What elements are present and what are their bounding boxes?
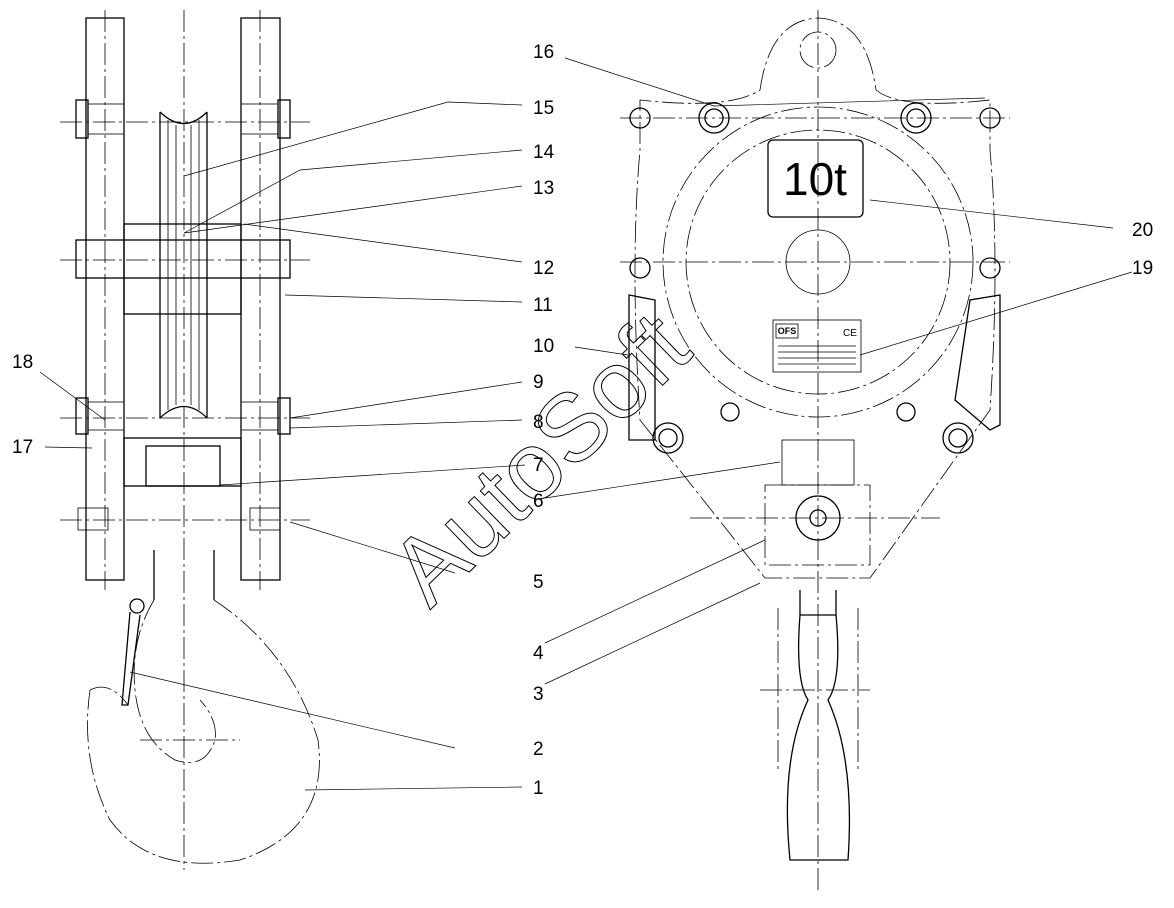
callout-labels: 1 2 3 4 5 6 7 8 9 10 11 12 13 14 15 16 1… (12, 42, 1153, 799)
top-eye (799, 31, 837, 69)
callout-9: 9 (533, 372, 544, 393)
callout-10: 10 (533, 336, 554, 357)
axle-housing (123, 223, 242, 315)
capacity-label: 10t (783, 153, 847, 205)
ce-mark: CE (843, 328, 857, 339)
side-plate-right (954, 294, 1001, 431)
capacity-plate (767, 139, 864, 218)
side-plate-left (628, 294, 656, 441)
callout-7: 7 (533, 455, 544, 476)
casing-outline (634, 17, 996, 579)
callout-15: 15 (533, 98, 554, 119)
callout-8: 8 (533, 412, 544, 433)
callout-11: 11 (533, 295, 553, 316)
callout-19: 19 (1132, 258, 1153, 279)
callout-3: 3 (533, 684, 544, 705)
sheave (159, 111, 208, 419)
crosshead (123, 437, 242, 487)
callout-20: 20 (1132, 220, 1153, 241)
leader-lines (39, 57, 1133, 791)
callout-4: 4 (533, 643, 544, 664)
callout-17: 17 (12, 437, 33, 458)
crosshead-front (764, 484, 871, 566)
callout-12: 12 (533, 258, 554, 279)
callout-1: 1 (533, 778, 544, 799)
front-view: 10t OFS CE (620, 10, 1010, 890)
main-axle (75, 239, 291, 279)
callout-2: 2 (533, 739, 544, 760)
callout-5: 5 (533, 572, 544, 593)
hook (87, 599, 320, 864)
safety-latch (121, 611, 141, 706)
callout-13: 13 (533, 178, 554, 199)
nameplate-logo: OFS (778, 326, 797, 336)
callout-18: 18 (12, 352, 33, 373)
hook-front (786, 614, 851, 861)
side-view (60, 10, 320, 870)
right-side-plate (240, 17, 281, 581)
nameplate (772, 319, 862, 373)
callout-14: 14 (533, 142, 555, 163)
callout-6: 6 (533, 491, 544, 512)
callout-16: 16 (533, 42, 554, 63)
safety-latch-pivot (129, 598, 145, 614)
